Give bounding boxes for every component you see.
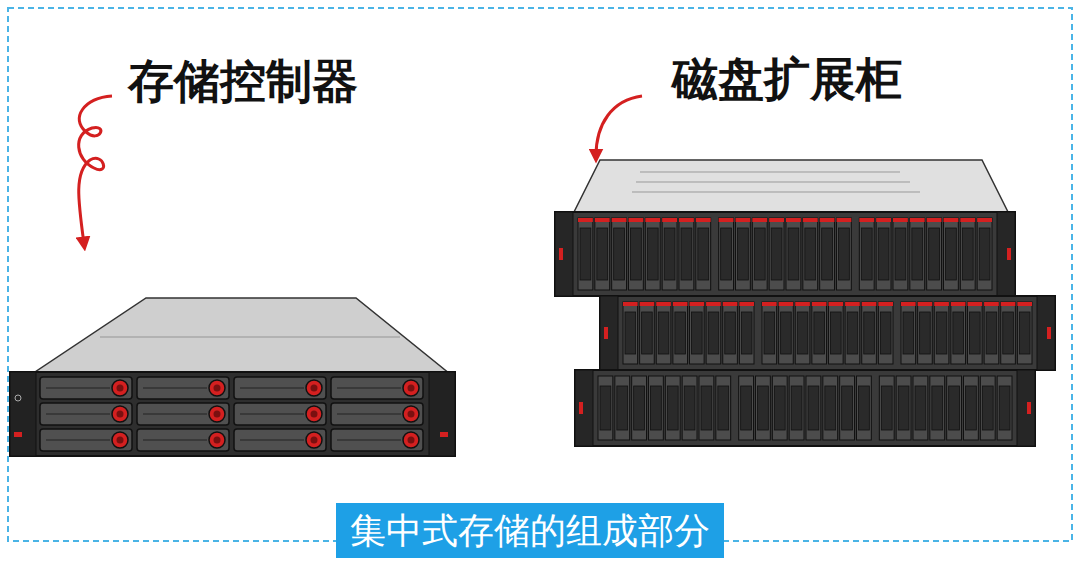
dashed-frame: [8, 8, 1072, 541]
storage-controller: [10, 298, 455, 456]
curly-arrow: [79, 96, 112, 244]
part-label: 存储控制器: [128, 56, 358, 107]
curved-arrow: [596, 96, 642, 156]
caption: 集中式存储的组成部分: [350, 509, 710, 552]
disk-enclosure: [555, 160, 1055, 446]
part-label: 磁盘扩展柜: [672, 54, 902, 105]
caption-box: 集中式存储的组成部分: [336, 503, 724, 558]
